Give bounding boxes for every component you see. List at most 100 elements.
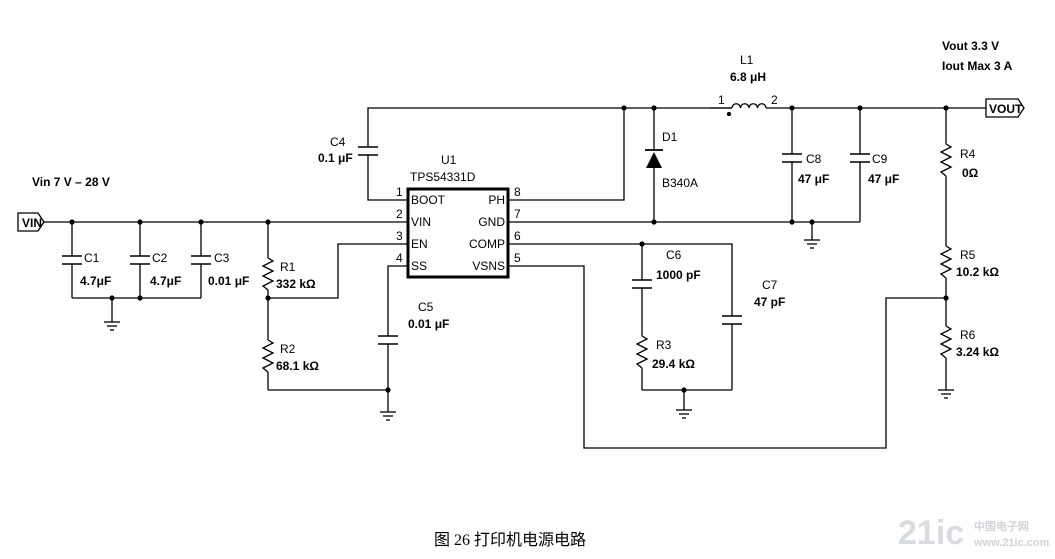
junction-dot [789,105,795,111]
c7-ref: C7 [762,278,778,292]
vout-port-outline [985,98,1025,118]
c3-value: 0.01 μF [208,274,249,288]
comp-wire [508,243,733,316]
r3-zigzag [635,335,649,369]
component-labels: Vin 7 V – 28 V Vout 3.3 V Iout Max 3 A C… [32,39,1013,373]
pin-num-6: 6 [514,229,521,243]
pin-num-3: 3 [396,229,403,243]
iout-note: Iout Max 3 A [942,59,1013,73]
junction-dot [789,219,795,225]
c9-ref: C9 [872,152,888,166]
en-wire [268,243,408,299]
capacitor-symbols [62,146,870,345]
ph-wire [508,108,625,201]
c2-ref: C2 [152,251,168,265]
r5-value: 10.2 kΩ [956,265,999,279]
junction-dot [385,387,391,393]
r2-zigzag [261,339,275,373]
pin-name-vsns: VSNS [472,259,505,273]
r6-ref: R6 [960,328,976,342]
r3-ref: R3 [656,338,672,352]
wires [44,107,986,449]
vsns-wire [508,265,946,449]
pin-num-8: 8 [514,185,521,199]
c7-value: 47 pF [754,295,785,309]
vout-port-label: VOUT [989,102,1023,116]
c8-value: 47 μF [798,172,829,186]
junction-dot [639,241,645,247]
ground-symbol [380,411,396,421]
vout-note: Vout 3.3 V [942,39,999,53]
junction-dot [198,219,204,225]
ground-symbol [676,409,692,419]
l1-value: 6.8 μH [730,70,766,84]
ic-u1: U1 TPS54331D BOOT VIN EN SS PH GND COMP … [396,153,521,279]
pin-name-vin: VIN [411,215,431,229]
c6-ref: C6 [666,248,682,262]
junction-dot [137,295,143,301]
boot-wire [367,155,408,201]
pin-num-4: 4 [396,251,403,265]
r6-value: 3.24 kΩ [956,345,999,359]
resistor-symbols [261,143,953,373]
junction-dot [857,105,863,111]
r4-value: 0Ω [962,166,979,180]
c8-ref: C8 [806,152,822,166]
watermark: 21ic 中国电子网 www.21ic.com [898,514,1050,552]
port-vin: VIN [17,212,45,232]
l1-pin2: 2 [771,93,778,107]
d1-triangle [646,152,662,168]
pin-name-comp: COMP [469,237,505,251]
vin-range-note: Vin 7 V – 28 V [32,175,110,189]
vin-port-label: VIN [22,216,42,230]
boot-to-switch-node [367,107,732,147]
pin-num-1: 1 [396,185,403,199]
r1-zigzag [261,257,275,291]
junction-dots [69,105,949,393]
ground-symbol [804,239,820,249]
c3-ref: C3 [214,251,230,265]
ss-wire [387,265,408,336]
r2-value: 68.1 kΩ [276,359,319,373]
junction-dot [809,219,815,225]
r1-ref: R1 [280,260,296,274]
inductor-l1 [710,103,767,117]
r3-value: 29.4 kΩ [652,357,695,371]
diode-d1 [645,149,663,168]
ic-body [406,187,510,279]
pin-name-boot: BOOT [411,193,446,207]
pin-name-gnd: GND [478,215,505,229]
junction-dot [265,295,271,301]
r1-value: 332 kΩ [276,277,316,291]
junction-dot [69,219,75,225]
ground-symbol [938,389,954,399]
vin-port-outline [17,212,45,232]
ground-symbols [104,239,954,421]
junction-dot [109,295,115,301]
ic-ref: U1 [441,153,457,167]
d1-ref: D1 [662,130,678,144]
junction-dot [651,105,657,111]
ic-part: TPS54331D [410,170,476,184]
c1-value: 4.7μF [80,274,111,288]
r4-zigzag [939,143,953,177]
junction-dot [621,105,627,111]
watermark-url: www.21ic.com [973,537,1050,549]
c5-ref: C5 [418,300,434,314]
c6-value: 1000 pF [656,268,701,282]
r5-zigzag [939,245,953,279]
junction-dot [943,295,949,301]
c1-ref: C1 [84,251,100,265]
d1-part: B340A [662,176,698,190]
pin-name-ss: SS [411,259,427,273]
junction-dot [651,219,657,225]
r4-ref: R4 [960,147,976,161]
pin-name-ph: PH [488,193,505,207]
figure-caption: 图 26 打印机电源电路 [434,531,586,549]
r6-zigzag [939,325,953,359]
junction-dot [943,105,949,111]
c9-value: 47 μF [868,172,899,186]
c4-ref: C4 [330,135,346,149]
ground-symbol [104,321,120,331]
